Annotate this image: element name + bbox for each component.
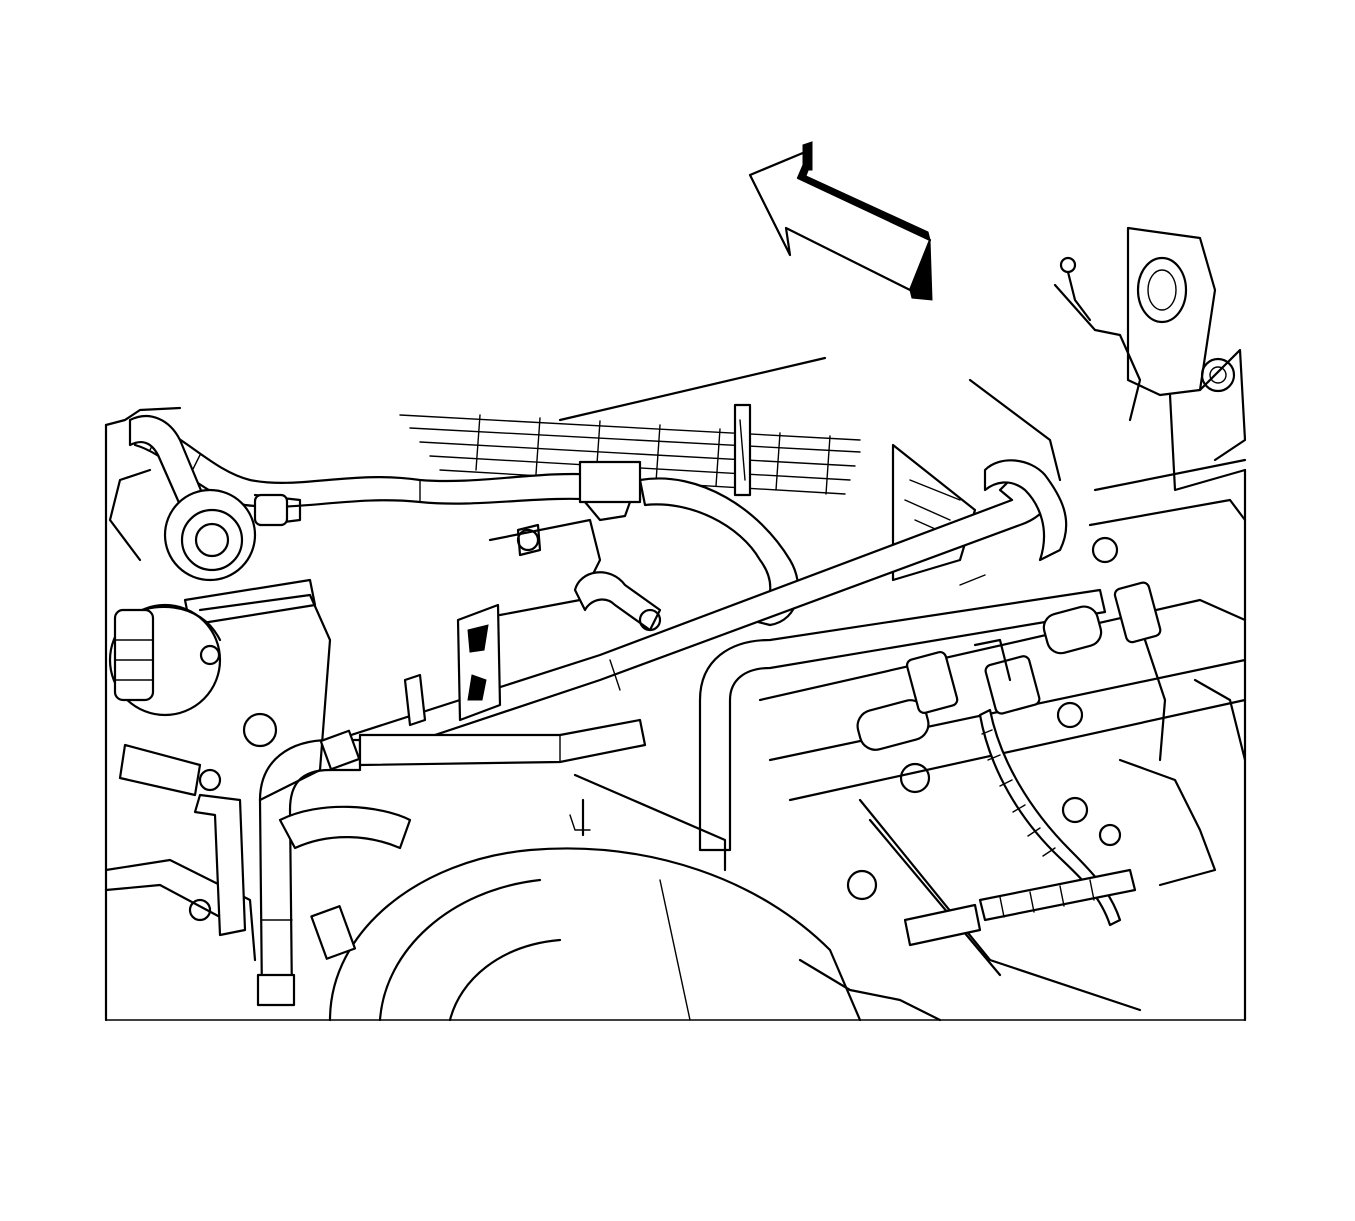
left-housing xyxy=(104,593,332,962)
wiring-harness xyxy=(858,708,1142,1012)
injector-3 xyxy=(1042,581,1167,762)
injector-1 xyxy=(856,650,959,794)
sensor-connector xyxy=(578,403,752,522)
pump-pulley xyxy=(108,603,222,717)
hose-lower-center xyxy=(278,718,647,850)
coolant-outlet xyxy=(403,571,662,727)
direction-arrow-icon xyxy=(748,141,933,301)
mounting-bracket xyxy=(1126,226,1247,492)
alternator xyxy=(108,468,302,582)
heater-hose-right xyxy=(698,588,1107,852)
harmonic-balancer xyxy=(328,773,862,1022)
lower-right-components xyxy=(798,458,1247,1022)
throttle-bracket xyxy=(456,518,602,722)
heater-hose-left-vertical xyxy=(256,738,362,1007)
engine-outline xyxy=(104,356,1247,1022)
bolt-top xyxy=(1053,256,1142,422)
injector-2 xyxy=(973,638,1084,729)
heater-hose-long xyxy=(318,459,1068,772)
sensor-plug-left xyxy=(310,729,361,960)
